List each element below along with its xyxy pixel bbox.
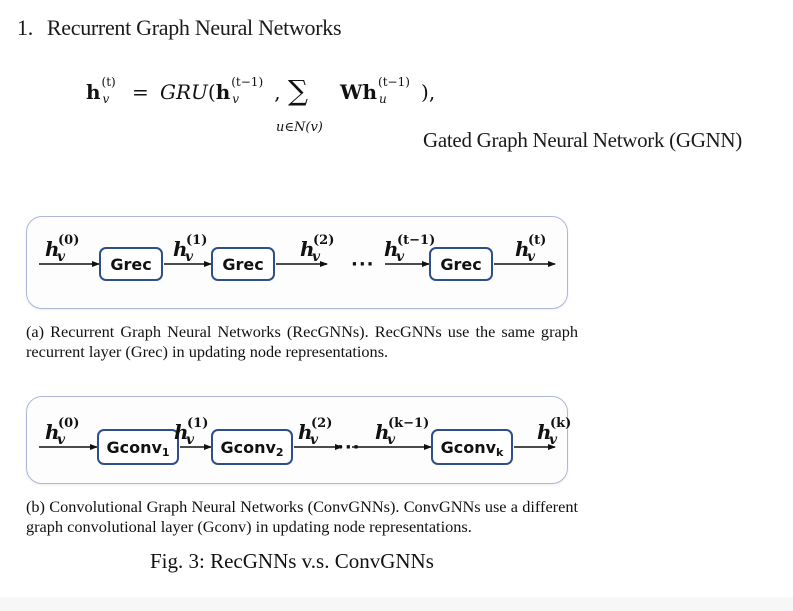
layer-label: Gconvk [441,438,504,459]
hidden-state-label: hv(1) [173,233,207,265]
svg-text:h: h [300,237,315,261]
layer-block: Gconv2 [211,429,293,465]
svg-text:v: v [387,432,396,448]
hidden-state-label: hv(2) [298,416,332,448]
equation-lhs: h(t)v [86,75,116,106]
sum-symbol: ∑ [288,74,308,107]
hidden-state-label: hv(k) [537,416,571,448]
svg-text:(1): (1) [186,233,207,248]
svg-text:(k): (k) [550,416,571,431]
layer-block: Grec [429,247,493,281]
layer-block: Gconv1 [97,429,179,465]
svg-text:h: h [384,237,399,261]
equation-gru: GRU(h(t−1)v, [160,75,281,106]
layer-block: Grec [211,247,275,281]
svg-text:h: h [45,237,60,261]
page-bottom-edge [0,597,793,611]
svg-text:(t−1): (t−1) [397,233,435,248]
ellipsis: ··· [337,437,361,458]
svg-text:v: v [549,432,558,448]
hidden-state-label: hv(2) [300,233,334,265]
svg-text:v: v [396,249,405,265]
layer-block: Gconvk [431,429,513,465]
svg-text:h: h [173,237,188,261]
hidden-state-label: hv(k−1) [375,416,429,448]
equation-message: Wh(t−1)u), [340,75,436,106]
svg-text:v: v [57,432,66,448]
svg-text:v: v [57,249,66,265]
svg-text:h: h [45,420,60,444]
hidden-state-label: hv(0) [45,416,79,448]
hidden-state-label: hv(t) [515,233,546,265]
svg-text:(k−1): (k−1) [388,416,429,431]
svg-text:(2): (2) [313,233,334,248]
svg-text:(1): (1) [187,416,208,431]
svg-text:(2): (2) [311,416,332,431]
layer-label: Grec [222,255,263,274]
model-label: Gated Graph Neural Network (GGNN) [423,128,742,152]
svg-text:v: v [310,432,319,448]
ellipsis: ··· [351,254,375,275]
layer-label: Gconv2 [220,438,283,459]
figure-title: Fig. 3: RecGNNs v.s. ConvGNNs [150,549,434,573]
layer-label: Grec [440,255,481,274]
section-title: Recurrent Graph Neural Networks [46,15,342,40]
caption-a: (a) Recurrent Graph Neural Networks (Rec… [26,322,578,361]
hidden-state-label: hv(1) [174,416,208,448]
layer-block: Grec [99,247,163,281]
layer-label: Gconv1 [106,438,169,459]
svg-text:h: h [174,420,189,444]
equation-equals: = [132,80,149,104]
section-number: 1. [17,15,33,40]
svg-text:v: v [527,249,536,265]
layer-label: Grec [110,255,151,274]
svg-text:h: h [298,420,313,444]
svg-text:h: h [375,420,390,444]
hidden-state-label: hv(0) [45,233,79,265]
caption-b: (b) Convolutional Graph Neural Networks … [26,497,578,536]
sum-index: u∈N(v) [276,120,323,135]
svg-text:(t): (t) [528,233,546,248]
svg-text:(0): (0) [58,416,79,431]
svg-text:h: h [515,237,530,261]
section-heading: 1. Recurrent Graph Neural Networks [17,15,342,41]
svg-text:(0): (0) [58,233,79,248]
hidden-state-label: hv(t−1) [384,233,435,265]
svg-text:v: v [185,249,194,265]
svg-text:v: v [312,249,321,265]
svg-text:v: v [186,432,195,448]
svg-text:h: h [537,420,552,444]
